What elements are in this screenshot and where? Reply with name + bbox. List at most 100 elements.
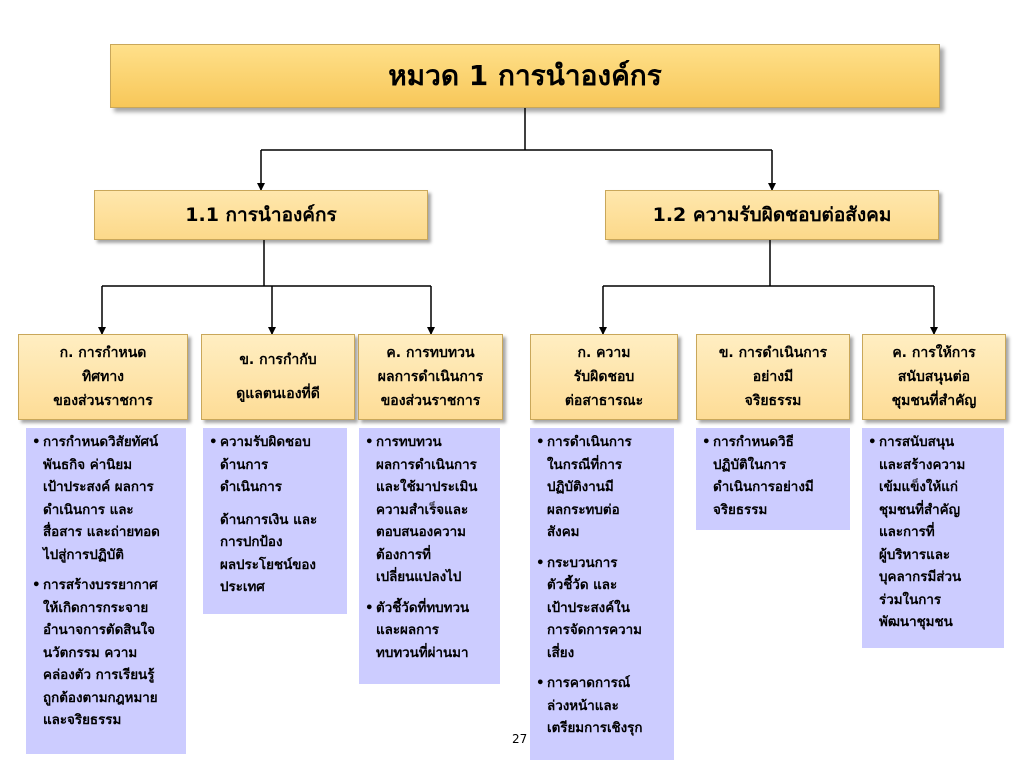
bullet: • [365,600,374,616]
category-line: ค. การทบทวน [386,345,475,361]
item-line: และการที่ [879,525,935,540]
detail-performance-review: • การทบทวน ผลการดำเนินการ และใช้มาประเมิ… [359,428,502,684]
item-line: ถูกต้องตามกฎหมาย [43,690,158,706]
detail-direction: • การกำหนดวิสัยทัศน์ พันธกิจ ค่านิยม เป้… [26,428,188,754]
list-item: • การสร้างบรรยากาศ ให้เกิดการกระจาย อำนา… [32,575,182,733]
item-line: บุคลากรมีส่วน [879,570,962,585]
section-social-responsibility: 1.2 ความรับผิดชอบต่อสังคม [605,190,939,240]
item-line: การทบทวน [376,435,442,450]
item-line: การคาดการณ์ [547,676,631,691]
category-line: ชุมชนที่สำคัญ [891,393,977,409]
list-item: • ความรับผิดชอบ ด้านการ ดำเนินการ ด้านกา… [209,432,343,600]
item-line: พันธกิจ ค่านิยม [43,457,133,473]
category-line: ผลการดำเนินการ [377,369,484,385]
category-ethics: ข. การดำเนินการ อย่างมี จริยธรรม [696,334,850,420]
item-line: ในกรณีที่การ [547,457,623,473]
list-item: • การกำหนดวิสัยทัศน์ พันธกิจ ค่านิยม เป้… [32,432,182,567]
category-line: ของส่วนราชการ [53,393,153,409]
bullet: • [536,676,545,691]
item-line: ผู้บริหารและ [879,547,951,563]
item-line: เสี่ยง [547,645,575,661]
detail-governance: • ความรับผิดชอบ ด้านการ ดำเนินการ ด้านกา… [203,428,349,614]
page-number: 27 [512,732,528,746]
item-line: ความรับผิดชอบ [220,435,311,450]
item-line: จริยธรรม [713,502,768,518]
item-line: อำนาจการตัดสินใจ [43,623,156,638]
item-line: การปกป้อง [220,535,283,550]
item-line: และสร้างความ [879,457,966,473]
category-line: ข. การดำเนินการ [718,345,828,361]
item-line: การสร้างบรรยากาศ [43,578,158,593]
category-line: จริยธรรม [744,393,802,409]
item-line: เปลี่ยนแปลงไป [376,570,462,585]
chapter-title: หมวด 1 การนำองค์กร [110,44,940,108]
item-line: ชุมชนที่สำคัญ [879,502,961,518]
item-line: ทบทวนที่ผ่านมา [376,645,469,661]
item-line: ล่วงหน้าและ [547,698,619,714]
category-line: ต่อสาธารณะ [564,393,644,409]
category-line: สนับสนุนต่อ [897,369,971,385]
category-line: รับผิดชอบ [573,369,635,385]
bullet: • [209,435,218,450]
item-line: ด้านการเงิน และ [220,512,318,528]
bullet: • [536,435,545,450]
bullet: • [536,555,545,571]
item-line: ให้เกิดการกระจาย [43,600,149,616]
item-line: การจัดการความ [547,623,643,638]
item-line: นวัตกรรม ความ [43,645,138,661]
category-line: ค. การให้การ [892,345,976,361]
detail-community-support: • การสนับสนุน และสร้างความ เข้มแข็งให้แก… [862,428,1006,648]
item-line: ตัวชี้วัด และ [547,578,618,593]
category-direction: ก. การกำหนด ทิศทาง ของส่วนราชการ [18,334,188,420]
item-line: ด้านการ [220,457,269,473]
item-line: ดำเนินการอย่างมี [713,480,814,495]
category-line: ข. การกำกับ [239,352,317,368]
category-community-support: ค. การให้การ สนับสนุนต่อ ชุมชนที่สำคัญ [862,334,1006,420]
list-item: • กระบวนการ ตัวชี้วัด และ เป้าประสงค์ใน … [536,553,670,666]
item-line: ร่วมในการ [879,592,942,608]
category-governance: ข. การกำกับ ดูแลตนเองที่ดี [201,334,355,420]
item-line: ดำเนินการ [220,480,282,495]
item-line: ผลประโยชน์ของ [220,557,316,573]
item-line: และผลการ [376,623,439,638]
bullet: • [32,578,41,593]
list-item: • การสนับสนุน และสร้างความ เข้มแข็งให้แก… [868,432,1000,635]
item-line: เข้มแข็งให้แก่ [879,480,958,495]
item-line: ความสำเร็จและ [376,502,469,518]
bullet: • [702,435,711,450]
item-line: ผลกระทบต่อ [547,502,620,518]
category-performance-review: ค. การทบทวน ผลการดำเนินการ ของส่วนราชการ [358,334,503,420]
item-line: ตอบสนองความ [376,525,466,540]
category-line: ก. ความ [577,345,631,361]
item-line: การกำหนดวิสัยทัศน์ [43,435,159,450]
item-line: ปฏิบัติในการ [713,457,787,473]
detail-ethics: • การกำหนดวิธี ปฏิบัติในการ ดำเนินการอย่… [696,428,852,530]
bullet: • [868,435,877,450]
item-line: การดำเนินการ [547,435,632,450]
item-line: เตรียมการเชิงรุก [547,721,643,736]
detail-public-responsibility: • การดำเนินการ ในกรณีที่การ ปฏิบัติงานมี… [530,428,676,760]
item-line: เป้าประสงค์ ผลการ [43,480,154,495]
item-line: คล่องตัว การเรียนรู้ [43,668,155,683]
item-line: ประเทศ [220,580,265,595]
item-line: กระบวนการ [547,555,618,571]
list-item: • การทบทวน ผลการดำเนินการ และใช้มาประเมิ… [365,432,496,590]
list-item: • ตัวชี้วัดที่ทบทวน และผลการ ทบทวนที่ผ่า… [365,598,496,666]
list-item: • การคาดการณ์ ล่วงหน้าและ เตรียมการเชิงร… [536,673,670,741]
item-line: สื่อสาร และถ่ายทอด [43,525,160,540]
category-line: ของส่วนราชการ [380,393,481,409]
item-line: ตัวชี้วัดที่ทบทวน [376,600,470,616]
item-line: ผลการดำเนินการ [376,457,477,473]
category-public-responsibility: ก. ความ รับผิดชอบ ต่อสาธารณะ [530,334,678,420]
item-line: ต้องการที่ [376,547,431,563]
list-item: • การกำหนดวิธี ปฏิบัติในการ ดำเนินการอย่… [702,432,846,522]
category-line: ดูแลตนเองที่ดี [236,386,320,402]
item-line: ปฏิบัติงานมี [547,480,614,495]
section-leadership: 1.1 การนำองค์กร [94,190,428,240]
item-line: ไปสู่การปฏิบัติ [43,547,124,563]
category-line: อย่างมี [752,369,794,385]
item-line: และจริยธรรม [43,713,122,728]
bullet: • [32,435,41,450]
item-line: สังคม [547,525,580,540]
bullet: • [365,435,374,450]
